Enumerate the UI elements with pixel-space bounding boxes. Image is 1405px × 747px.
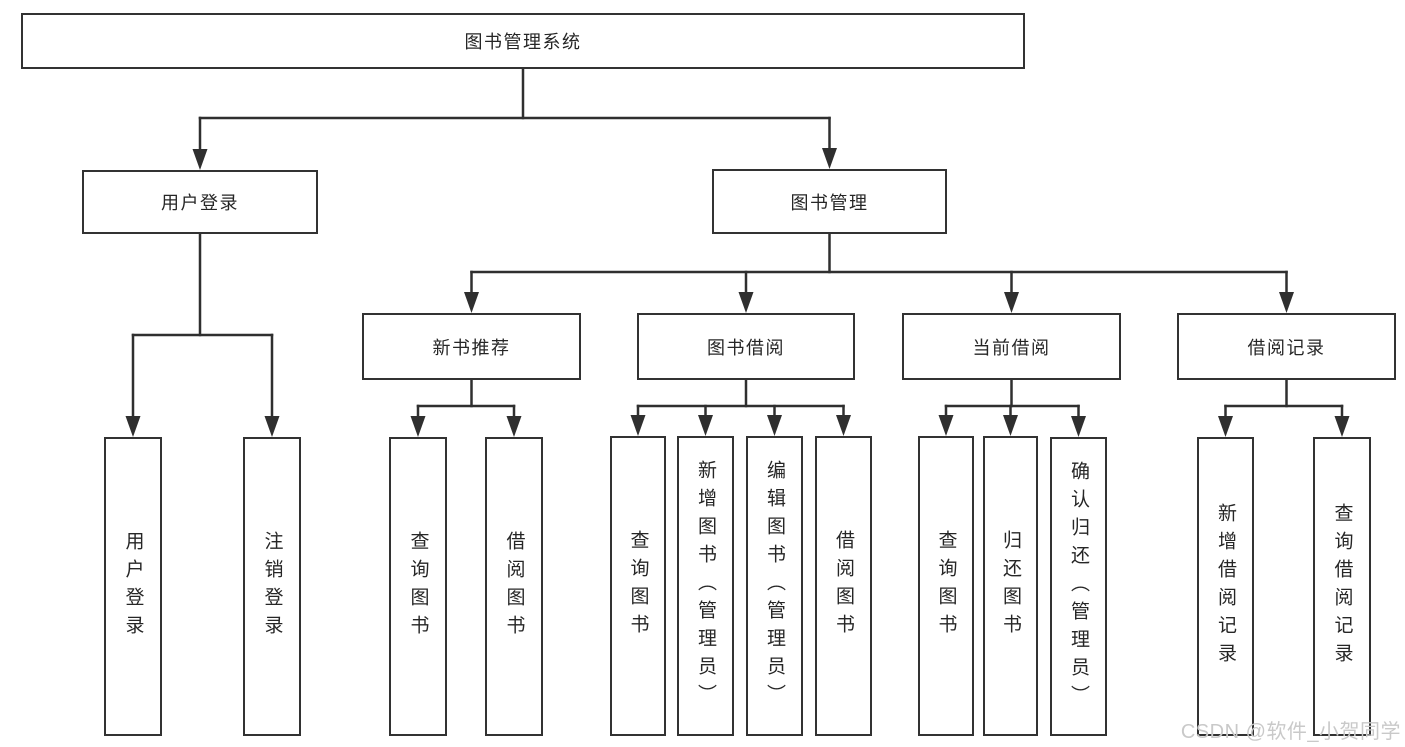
leaf-user-login: 用户登录 [104, 437, 162, 736]
arrowhead-icon [410, 416, 426, 437]
node-book-borrowing: 图书借阅 [637, 313, 855, 380]
node-label: 用户登录 [161, 193, 239, 213]
arrowhead-icon [1334, 416, 1350, 437]
leaf-add-book-admin: 新增图书（管理员） [677, 436, 734, 736]
node-label: 查询图书 [407, 530, 429, 643]
node-label: 注销登录 [261, 530, 283, 643]
watermark: CSDN @软件_小贺同学 [1180, 721, 1401, 743]
leaf-borrow-books: 借阅图书 [815, 436, 872, 736]
leaf-query-books: 查询图书 [610, 436, 666, 736]
leaf-query-books: 查询图书 [918, 436, 974, 736]
node-new-book-recommendation: 新书推荐 [362, 313, 581, 380]
arrowhead-icon [1279, 292, 1294, 313]
leaf-borrow-books: 借阅图书 [485, 437, 543, 736]
arrowhead-icon [822, 148, 837, 169]
node-label: 图书借阅 [707, 337, 785, 358]
node-library-management-system: 图书管理系统 [21, 13, 1025, 69]
node-label: 图书管理系统 [464, 32, 582, 52]
leaf-query-books: 查询图书 [389, 437, 447, 736]
arrowhead-icon [192, 149, 208, 170]
arrowhead-icon [1003, 415, 1018, 436]
node-user-login: 用户登录 [82, 170, 318, 234]
leaf-add-borrowing-record: 新增借阅记录 [1197, 437, 1254, 736]
leaf-query-borrowing-record: 查询借阅记录 [1313, 437, 1371, 736]
arrowhead-icon [264, 416, 280, 437]
arrowhead-icon [1071, 416, 1086, 437]
arrowhead-icon [630, 415, 646, 436]
node-label: 归还图书 [1000, 530, 1021, 642]
node-label: 确认归还（管理员） [1068, 460, 1089, 713]
leaf-confirm-return-admin: 确认归还（管理员） [1050, 437, 1107, 736]
leaf-return-book: 归还图书 [983, 436, 1038, 736]
node-label: 用户登录 [122, 530, 144, 643]
arrowhead-icon [698, 415, 713, 436]
arrowhead-icon [506, 416, 522, 437]
node-label: 查询图书 [935, 530, 957, 642]
arrowhead-icon [836, 415, 851, 436]
node-label: 借阅图书 [833, 530, 854, 642]
arrowhead-icon [1004, 292, 1019, 313]
node-borrowing-records: 借阅记录 [1177, 313, 1396, 380]
node-label: 新增图书（管理员） [695, 460, 716, 712]
arrowhead-icon [738, 292, 754, 313]
node-book-management: 图书管理 [712, 169, 947, 234]
arrowhead-icon [767, 415, 782, 436]
node-label: 编辑图书（管理员） [764, 460, 785, 712]
arrowhead-icon [464, 292, 479, 313]
node-current-borrowing: 当前借阅 [902, 313, 1121, 380]
leaf-logout: 注销登录 [243, 437, 301, 736]
node-label: 借阅图书 [503, 530, 525, 643]
node-label: 当前借阅 [972, 337, 1051, 358]
arrowhead-icon [1218, 416, 1233, 437]
node-label: 查询图书 [627, 530, 649, 642]
node-label: 图书管理 [790, 192, 869, 213]
node-label: 新书推荐 [432, 337, 511, 358]
arrowhead-icon [938, 415, 954, 436]
node-label: 借阅记录 [1247, 337, 1326, 358]
node-label: 查询借阅记录 [1331, 502, 1353, 671]
arrowhead-icon [125, 416, 141, 437]
node-label: 新增借阅记录 [1215, 502, 1236, 671]
leaf-edit-book-admin: 编辑图书（管理员） [746, 436, 803, 736]
